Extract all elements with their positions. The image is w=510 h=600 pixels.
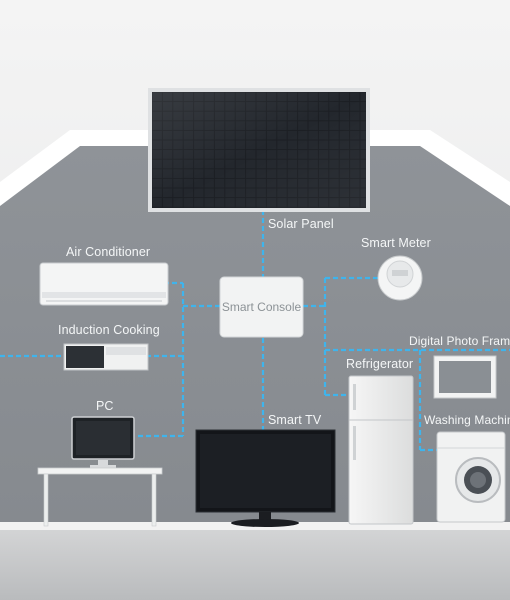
smart-console-label: Smart Console xyxy=(221,300,302,314)
air-conditioner xyxy=(39,262,169,306)
air-conditioner-label: Air Conditioner xyxy=(66,245,151,259)
refrigerator-label: Refrigerator xyxy=(346,357,414,371)
refrigerator xyxy=(348,375,414,525)
smart-tv xyxy=(195,429,336,527)
solar-panel xyxy=(148,88,370,212)
washing-machine-label: Washing Machine xyxy=(424,413,510,427)
digital-photo-frame-label: Digital Photo Frame xyxy=(409,334,510,348)
pc-label: PC xyxy=(96,399,114,413)
washing-machine xyxy=(436,431,506,523)
smart-meter-label: Smart Meter xyxy=(361,236,431,250)
induction-cooktop xyxy=(63,343,149,371)
pc-desk xyxy=(37,416,163,527)
digital-photo-frame xyxy=(433,355,497,399)
solar-panel-label: Solar Panel xyxy=(268,217,334,231)
smart-meter xyxy=(377,255,423,301)
smart-tv-label: Smart TV xyxy=(268,413,322,427)
smart-console-box xyxy=(219,276,304,338)
induction-cooking-label: Induction Cooking xyxy=(58,323,160,337)
